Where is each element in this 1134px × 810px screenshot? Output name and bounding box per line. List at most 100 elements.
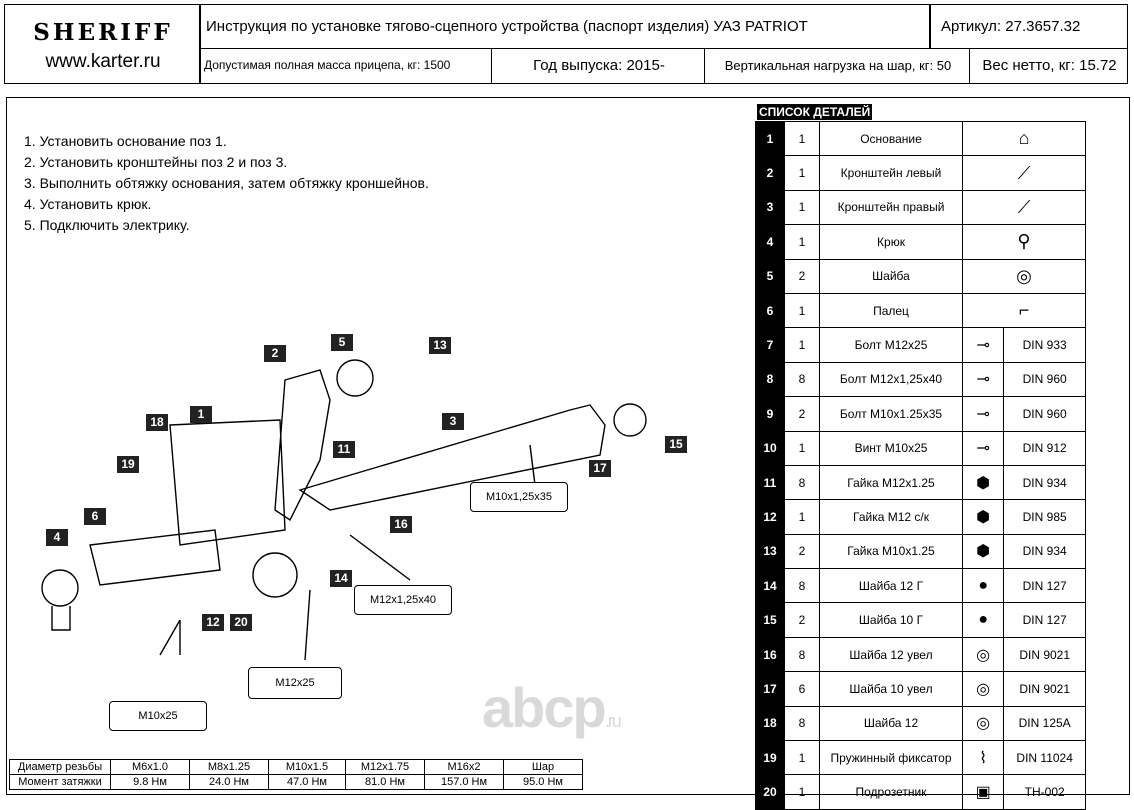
- part-name: Палец: [819, 292, 963, 329]
- torque-size-row: Диаметр резьбы М6х1.0 М8х1.25 М10х1.5 М1…: [9, 759, 583, 775]
- part-qty: 8: [784, 361, 820, 398]
- part-standard: DIN 985: [1003, 499, 1086, 535]
- part-qty: 1: [784, 292, 820, 329]
- part-icon-cell: ⌂: [962, 120, 1086, 157]
- part-name: Шайба 12 Г: [819, 568, 963, 604]
- diagram-label: 13: [429, 337, 451, 354]
- part-icon-cell: ⊸: [961, 327, 1005, 363]
- callout-m10x25: М10х25: [109, 701, 207, 731]
- part-name: Крюк: [819, 224, 963, 260]
- torque-value: 157.0 Нм: [424, 774, 504, 790]
- part-qty: 1: [784, 224, 820, 260]
- hook-icon: ⚲: [1017, 231, 1031, 252]
- washer-icon: ◎: [976, 715, 991, 733]
- part-icon-cell: ●: [961, 568, 1005, 604]
- part-qty: 1: [784, 499, 820, 535]
- callout-m12x25: М12х25: [248, 667, 342, 699]
- load-cell: Вертикальная нагрузка на шар, кг: 50: [704, 48, 970, 84]
- install-steps: 1. Установить основание поз 1. 2. Устано…: [24, 131, 429, 236]
- part-icon-cell: ⚲: [962, 224, 1086, 260]
- document-title: Инструкция по установке тягово-сцепного …: [206, 18, 808, 35]
- diagram-label: 16: [390, 516, 412, 533]
- part-qty: 8: [784, 464, 820, 501]
- washer-shape: [613, 403, 647, 437]
- washer-icon: ◎: [1016, 265, 1032, 286]
- ball-shape: [41, 569, 79, 607]
- part-standard: DIN 934: [1003, 533, 1086, 570]
- leader-line: [349, 534, 411, 581]
- lock-washer-icon: ●: [978, 611, 988, 629]
- part-qty: 2: [784, 602, 820, 638]
- mass-cell: Допустимая полная масса прицепа, кг: 150…: [200, 48, 492, 84]
- socket-plate-shape: [252, 552, 298, 598]
- diagram-label: 5: [331, 334, 353, 351]
- part-qty: 1: [784, 430, 820, 466]
- right-bracket-shape: [298, 404, 606, 511]
- part-icon-cell: ◎: [961, 636, 1005, 673]
- part-name: Болт М12х25: [819, 327, 963, 363]
- part-number: 11: [755, 464, 785, 501]
- washer-icon: ◎: [976, 646, 991, 664]
- part-number: 17: [755, 671, 785, 707]
- part-number: 1: [755, 120, 785, 157]
- part-name: Болт М12х1,25х40: [819, 361, 963, 398]
- base-icon: ⌂: [1018, 128, 1030, 149]
- step: 2. Установить кронштейны поз 2 и поз 3.: [24, 154, 288, 170]
- diagram-label: 3: [442, 413, 464, 430]
- part-name: Винт М10х25: [819, 430, 963, 466]
- step: 3. Выполнить обтяжку основания, затем об…: [24, 175, 429, 191]
- part-icon-cell: ⊸: [961, 361, 1005, 398]
- part-name: Пружинный фиксатор: [819, 740, 963, 776]
- part-standard: DIN 11024: [1003, 740, 1086, 776]
- part-name: Кронштейн правый: [819, 189, 963, 226]
- bolt-icon: ⊸: [976, 371, 990, 389]
- torque-value: 47.0 Нм: [268, 774, 346, 790]
- part-standard: DIN 9021: [1003, 671, 1086, 707]
- part-number: 7: [755, 327, 785, 363]
- bolt-icon: ⊸: [976, 405, 990, 423]
- article-number: Артикул: 27.3657.32: [941, 18, 1081, 35]
- diagram-label: 11: [333, 441, 355, 458]
- nut-icon: ⬢: [976, 508, 991, 526]
- part-qty: 6: [784, 671, 820, 707]
- nut-icon: ⬢: [976, 474, 991, 492]
- part-standard: DIN 127: [1003, 602, 1086, 638]
- bolt-icon: ⊸: [976, 440, 990, 458]
- part-standard: DIN 960: [1003, 396, 1086, 432]
- torque-value: 24.0 Нм: [189, 774, 269, 790]
- part-standard: DIN 127: [1003, 568, 1086, 604]
- model-year: Год выпуска: 2015-: [533, 57, 665, 74]
- part-name: Шайба 10 Г: [819, 602, 963, 638]
- leader-line: [529, 444, 536, 486]
- part-number: 13: [755, 533, 785, 570]
- step: 1. Установить основание поз 1.: [24, 133, 227, 149]
- part-standard: DIN 934: [1003, 464, 1086, 501]
- washer-shape: [336, 359, 374, 397]
- callout-m10x125x35: М10х1,25х35: [470, 482, 568, 512]
- part-standard: DIN 912: [1003, 430, 1086, 466]
- part-qty: 1: [784, 774, 820, 810]
- diagram-label: 14: [330, 570, 352, 587]
- part-number: 14: [755, 568, 785, 604]
- base-shape: [169, 419, 286, 546]
- part-icon-cell: ⟋: [962, 155, 1086, 191]
- part-name: Гайка М12 с/к: [819, 499, 963, 535]
- diagram-label: 18: [146, 414, 168, 431]
- torque-table: Диаметр резьбы М6х1.0 М8х1.25 М10х1.5 М1…: [9, 759, 583, 790]
- brand-name: SHERIFF: [33, 19, 173, 46]
- part-qty: 1: [784, 327, 820, 363]
- site-url[interactable]: www.karter.ru: [45, 51, 161, 72]
